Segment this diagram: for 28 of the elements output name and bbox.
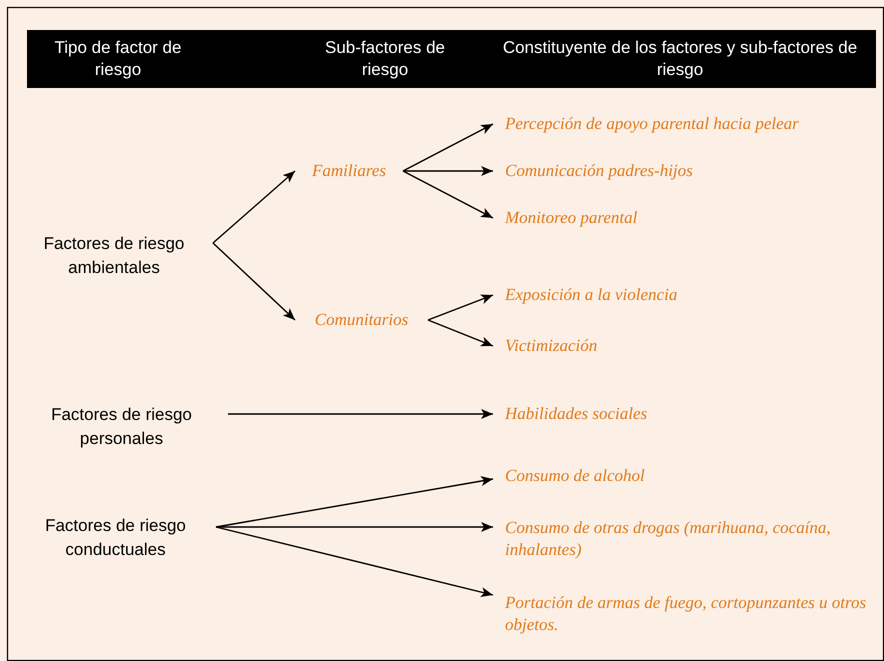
arrow — [403, 166, 493, 176]
arrow — [402, 170, 494, 219]
factor-label: Factores de riesgo conductuales — [44, 515, 187, 561]
constituent-label: Habilidades sociales — [505, 403, 648, 425]
constituent-label: Comunicación padres-hijos — [505, 160, 694, 182]
constituent-label: Victimización — [505, 335, 598, 357]
arrow — [216, 526, 494, 597]
arrow — [428, 319, 494, 347]
arrow — [428, 294, 494, 321]
factor-label: Factores de riesgo ambientales — [42, 233, 186, 279]
constituent-label: Consumo de otras drogas (marihuana, cocaína, inhalantes) — [505, 517, 832, 561]
arrow — [228, 409, 493, 419]
subfactor-label: Comunitarios — [314, 309, 410, 331]
column-header: Tipo de factor de riesgo — [54, 37, 182, 81]
column-header: Constituyente de los factores y sub-factores de riesgo — [502, 37, 858, 81]
arrow — [212, 170, 296, 244]
column-header: Sub-factores de riesgo — [324, 37, 446, 81]
factor-label: Factores de riesgo personales — [50, 404, 193, 450]
subfactor-label: Familiares — [311, 160, 387, 182]
arrow — [216, 522, 493, 532]
constituent-label: Consumo de alcohol — [505, 465, 646, 487]
arrow — [402, 123, 494, 172]
constituent-label: Monitoreo parental — [505, 207, 638, 229]
constituent-label: Exposición a la violencia — [505, 284, 678, 306]
arrow — [216, 476, 494, 528]
constituent-label: Percepción de apoyo parental hacia pelear — [505, 113, 800, 135]
constituent-label: Portación de armas de fuego, cortopunzantes u otros objetos. — [505, 592, 868, 636]
arrow — [212, 242, 296, 321]
